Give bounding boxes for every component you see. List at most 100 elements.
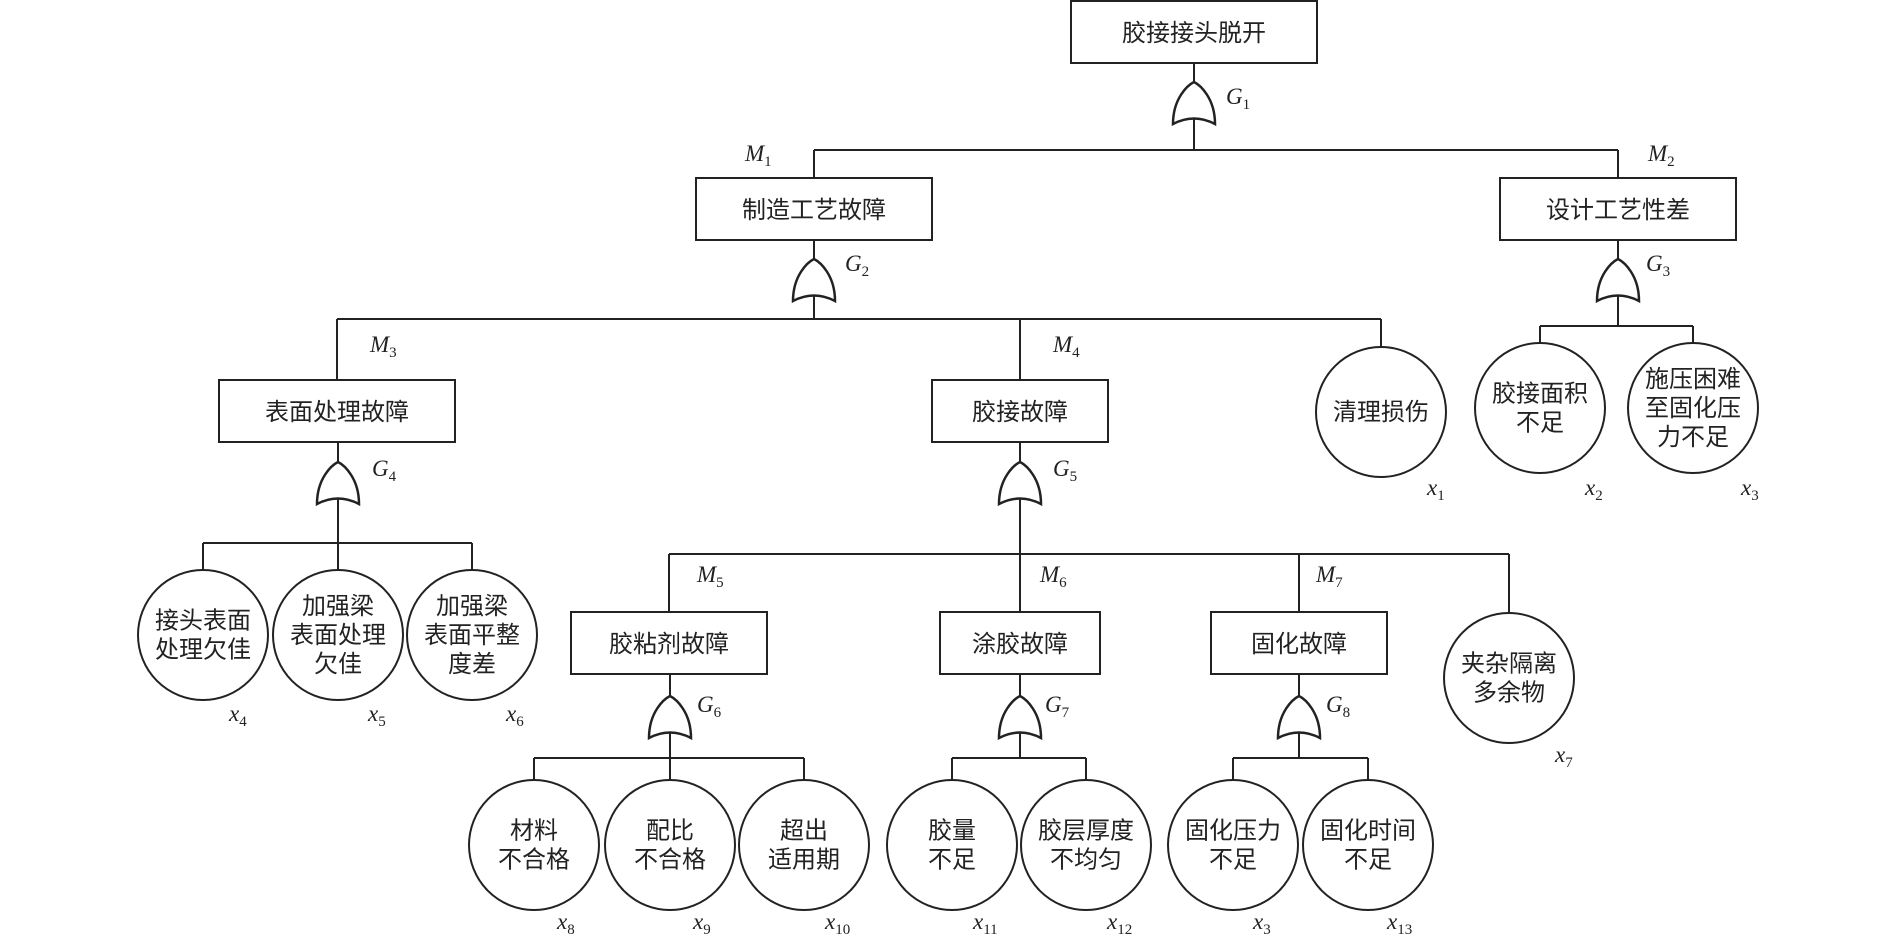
event-symbol-b3: x3	[1740, 475, 1759, 504]
event-symbol-m3-subscript: 3	[389, 345, 397, 361]
intermediate-event-m4-label: 胶接故障	[972, 398, 1068, 426]
basic-event-b3-label-line: 施压困难	[1645, 365, 1741, 393]
basic-event-b2-circle	[1474, 342, 1606, 474]
event-symbol-m4-letter: M	[1052, 332, 1074, 357]
or-gate-g6	[647, 694, 693, 741]
event-symbol-m1-letter: M	[744, 141, 766, 166]
basic-event-b12-circle	[1020, 779, 1152, 911]
event-symbol-b14-letter: x	[1386, 909, 1398, 934]
basic-event-b8-circle	[468, 779, 600, 911]
intermediate-event-m6-label: 涂胶故障	[972, 630, 1068, 658]
event-symbol-b3-letter: x	[1740, 475, 1752, 500]
basic-event-b9-label-line: 配比	[646, 817, 694, 845]
basic-event-b9-circle	[604, 779, 736, 911]
event-symbol-m5: M5	[696, 562, 724, 591]
event-symbol-b1: x1	[1426, 475, 1445, 504]
gate-label-g3-subscript: 3	[1663, 264, 1671, 280]
event-symbol-b9-letter: x	[692, 909, 704, 934]
event-symbol-b11-letter: x	[972, 909, 984, 934]
gate-label-g1-letter: G	[1226, 84, 1243, 109]
basic-event-b6-circle	[406, 569, 538, 701]
event-symbol-m3-letter: M	[369, 332, 391, 357]
basic-event-b3-label-line: 至固化压	[1645, 394, 1741, 422]
gate-label-g4-letter: G	[372, 456, 389, 481]
gate-label-g7: G7	[1045, 692, 1070, 721]
basic-event-b6-label-line: 加强梁	[436, 592, 508, 620]
basic-event-b8-label-line: 材料	[510, 817, 558, 845]
basic-event-b6-label-line: 表面平整	[424, 621, 520, 649]
basic-event-b11-circle	[886, 779, 1018, 911]
basic-event-b5-label-line: 欠佳	[314, 650, 362, 678]
event-symbol-m7-letter: M	[1315, 562, 1337, 587]
event-symbol-b8-subscript: 8	[567, 922, 575, 938]
basic-event-b1-label-line: 清理损伤	[1333, 398, 1429, 426]
basic-event-b2-label-line: 胶接面积	[1492, 380, 1588, 408]
event-symbol-b1-letter: x	[1426, 475, 1438, 500]
event-symbol-b2-letter: x	[1584, 475, 1596, 500]
event-symbol-b13: x3	[1252, 909, 1271, 938]
gate-label-g5: G5	[1053, 456, 1077, 485]
gate-label-g1: G1	[1226, 84, 1250, 113]
basic-event-b14-circle	[1302, 779, 1434, 911]
intermediate-event-m2-label: 设计工艺性差	[1546, 196, 1690, 224]
event-symbol-b10-subscript: 10	[835, 922, 850, 938]
intermediate-event-m1-box	[695, 177, 933, 241]
event-symbol-b10-letter: x	[824, 909, 836, 934]
gate-label-g5-letter: G	[1053, 456, 1070, 481]
event-symbol-b2-subscript: 2	[1595, 488, 1603, 504]
event-symbol-b4: x4	[228, 701, 247, 730]
event-symbol-b9-subscript: 9	[703, 922, 711, 938]
basic-event-b7-label-line: 夹杂隔离	[1461, 650, 1557, 678]
or-gate-g7	[997, 694, 1043, 741]
basic-event-b1-circle	[1315, 346, 1447, 478]
basic-event-b11-label-line: 不足	[928, 846, 976, 874]
basic-event-b13-circle	[1167, 779, 1299, 911]
event-symbol-b10: x10	[824, 909, 850, 938]
event-symbol-b7: x7	[1554, 742, 1573, 771]
event-symbol-b1-subscript: 1	[1437, 488, 1445, 504]
gate-label-g2-subscript: 2	[862, 264, 870, 280]
basic-event-b3-label-line: 力不足	[1657, 423, 1729, 451]
event-symbol-m6-subscript: 6	[1059, 575, 1067, 591]
event-symbol-m7-subscript: 7	[1335, 575, 1343, 591]
event-symbol-b8: x8	[556, 909, 575, 938]
gate-label-g4-subscript: 4	[389, 469, 397, 485]
basic-event-b7-circle	[1443, 612, 1575, 744]
basic-event-b13-label-line: 固化压力	[1185, 817, 1281, 845]
intermediate-event-m7-box	[1210, 611, 1388, 675]
event-symbol-b12: x12	[1106, 909, 1132, 938]
event-symbol-b3-subscript: 3	[1751, 488, 1759, 504]
event-symbol-b11: x11	[972, 909, 998, 938]
or-gates	[315, 80, 1641, 741]
basic-event-b5-label-line: 加强梁	[302, 592, 374, 620]
intermediate-event-m3-box	[218, 379, 456, 443]
event-symbol-b13-letter: x	[1252, 909, 1264, 934]
basic-event-b5-label-line: 表面处理	[290, 621, 386, 649]
event-symbol-m6-letter: M	[1039, 562, 1061, 587]
or-gate-g1	[1171, 80, 1217, 127]
basic-event-b6-label-line: 度差	[448, 650, 496, 678]
or-gate-g2	[791, 257, 837, 304]
event-symbol-m2-subscript: 2	[1667, 154, 1675, 170]
or-gate-g5	[997, 460, 1043, 507]
intermediate-event-m1-label: 制造工艺故障	[742, 196, 886, 224]
basic-event-b14-label-line: 固化时间	[1320, 817, 1416, 845]
top-event-label: 胶接接头脱开	[1122, 19, 1266, 47]
gate-label-g7-letter: G	[1045, 692, 1062, 717]
event-symbol-b12-letter: x	[1106, 909, 1118, 934]
event-symbol-b9: x9	[692, 909, 711, 938]
basic-event-b4-circle	[137, 569, 269, 701]
event-symbol-b14: x13	[1386, 909, 1412, 938]
basic-event-b10-label-line: 超出	[780, 817, 828, 845]
basic-event-b3-circle	[1627, 342, 1759, 474]
or-gate-g4	[315, 460, 361, 507]
event-symbol-m1: M1	[744, 141, 772, 170]
basic-event-b5-circle	[272, 569, 404, 701]
basic-event-b11-label-line: 胶量	[928, 817, 976, 845]
event-symbol-b5: x5	[367, 701, 386, 730]
gate-label-g6-letter: G	[697, 692, 714, 717]
gate-label-g4: G4	[372, 456, 397, 485]
basic-event-b10-label-line: 适用期	[768, 846, 840, 874]
